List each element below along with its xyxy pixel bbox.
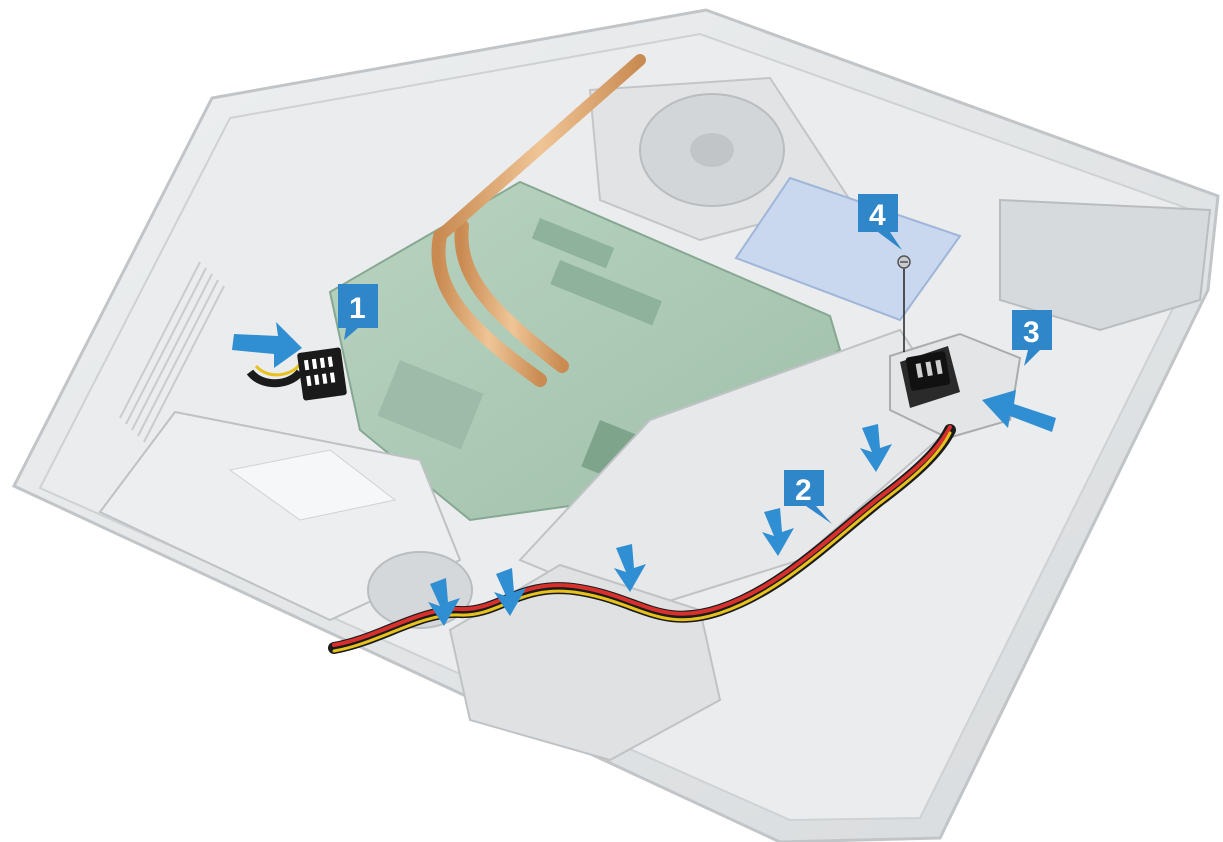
- callout-4: 4: [858, 194, 902, 250]
- io-bracket: [999, 198, 1212, 332]
- callout-2-label: 2: [795, 474, 812, 507]
- arrow-icon: [762, 508, 794, 556]
- arrow-icon: [232, 322, 302, 368]
- psu-label: [228, 449, 397, 521]
- callout-3-label: 3: [1023, 316, 1040, 349]
- arrow-icon: [614, 544, 646, 592]
- callout-2: 2: [784, 470, 832, 524]
- callout-4-label: 4: [869, 199, 886, 232]
- board-connector: [246, 347, 347, 401]
- arrow-icon: [428, 578, 460, 626]
- arrow-group: [232, 322, 1056, 626]
- callout-1: 1: [338, 284, 378, 340]
- callout-1-label: 1: [349, 292, 366, 325]
- screw-icon: [897, 255, 911, 352]
- power-socket-icon: [905, 351, 951, 391]
- callout-3: 3: [1012, 310, 1052, 366]
- heatpipes: [431, 54, 646, 387]
- arrow-icon: [494, 568, 526, 616]
- arrow-icon: [860, 424, 892, 472]
- power-supply-unit: [98, 410, 462, 622]
- arrow-icon: [982, 390, 1056, 432]
- chassis-vent: [119, 261, 225, 443]
